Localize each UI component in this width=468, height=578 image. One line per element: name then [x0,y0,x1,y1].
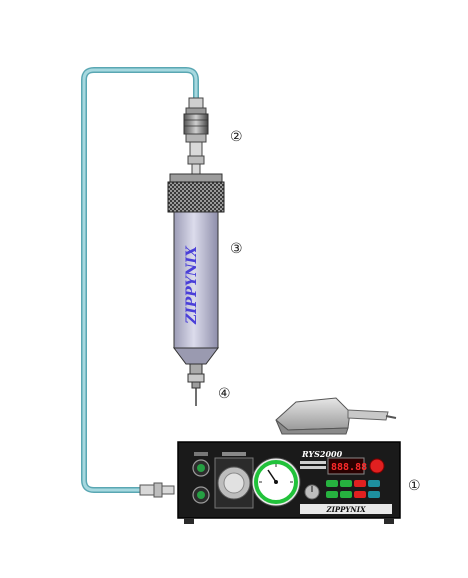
output-ports [192,452,210,504]
controller-brand-text: ZIPPYNIX [325,505,366,514]
stop-button [369,458,385,474]
label-adapter: ② [230,129,243,145]
controller-model-text: RYS2000 [301,449,343,459]
control-panel: RYS2000 888.88 ZIPPYNIX [300,449,392,514]
function-buttons [326,480,380,498]
dispensing-needle [187,373,205,406]
foot-pedal-icon [275,397,397,435]
label-syringe: ③ [230,241,243,257]
pressure-gauge-icon [251,457,301,507]
air-tube [81,67,199,493]
dispenser-controller: RYS2000 888.88 ZIPPYNIX [177,441,401,524]
label-needle: ④ [218,386,231,402]
syringe-brand-text: ZIPPYNIX [184,245,200,325]
syringe-barrel: ZIPPYNIX [167,173,225,375]
tube-connector-icon [139,482,175,498]
label-controller: ① [408,478,421,494]
syringe-adapter-icon [183,97,209,175]
pressure-regulator-knob [214,452,254,509]
led-display: 888.88 [331,462,367,473]
